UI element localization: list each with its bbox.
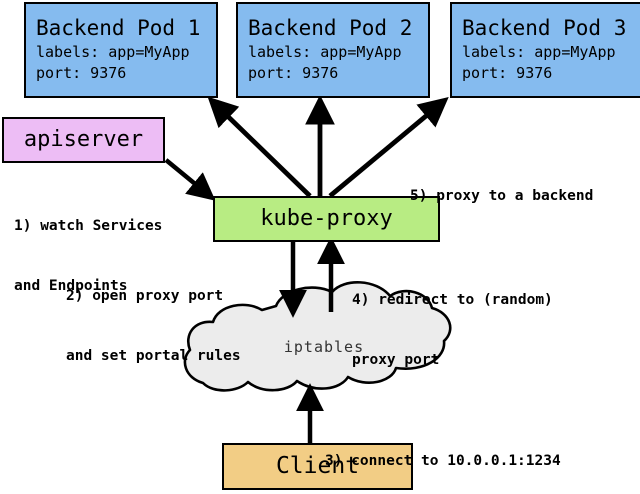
step-4-line-2: proxy port	[352, 352, 440, 368]
step-4-line-1: 4) redirect to (random)	[352, 292, 553, 308]
kube-proxy-label: kube-proxy	[260, 206, 393, 231]
pod-3-labels: labels: app=MyApp	[462, 43, 616, 61]
pod-2-port: port: 9376	[248, 64, 339, 82]
pod-2-title: Backend Pod 2	[248, 16, 413, 40]
pod-3-port: port: 9376	[462, 64, 553, 82]
pod-3-title: Backend Pod 3	[462, 16, 627, 40]
step-1-line-2: and Endpoints	[14, 278, 128, 294]
step-2-label: 2) open proxy port and set portal rules	[66, 246, 241, 406]
client-label: Client	[275, 453, 360, 479]
node-backend-pod-1: Backend Pod 1 labels: app=MyApp port: 93…	[24, 2, 218, 98]
step-1-label: 1) watch Services and Endpoints	[14, 176, 162, 336]
node-backend-pod-3: Backend Pod 3 labels: app=MyApp port: 93…	[450, 2, 640, 98]
step-5-label: 5) proxy to a backend	[410, 146, 593, 246]
step-2-line-2: and set portal rules	[66, 348, 241, 364]
step-3-label: 3) connect to 10.0.0.1:1234	[325, 411, 561, 494]
step-1-line-1: 1) watch Services	[14, 218, 163, 234]
step-5-line-1: 5) proxy to a backend	[410, 188, 594, 204]
node-kube-proxy: kube-proxy	[213, 196, 440, 242]
edge-kubeproxy-to-pod-1	[207, 96, 312, 198]
step-3-line-1: 3) connect to 10.0.0.1:1234	[325, 453, 561, 469]
node-apiserver: apiserver	[2, 117, 165, 163]
edge-apiserver-to-kubeproxy	[164, 158, 216, 201]
node-backend-pod-2: Backend Pod 2 labels: app=MyApp port: 93…	[236, 2, 430, 98]
step-4-label: 4) redirect to (random) proxy port	[352, 250, 553, 410]
pod-2-labels: labels: app=MyApp	[248, 43, 402, 61]
apiserver-label: apiserver	[23, 127, 144, 152]
step-2-line-1: 2) open proxy port	[66, 288, 224, 304]
pod-1-port: port: 9376	[36, 64, 127, 82]
pod-1-labels: labels: app=MyApp	[36, 43, 190, 61]
node-client: Client	[222, 443, 413, 490]
pod-1-title: Backend Pod 1	[36, 16, 201, 40]
